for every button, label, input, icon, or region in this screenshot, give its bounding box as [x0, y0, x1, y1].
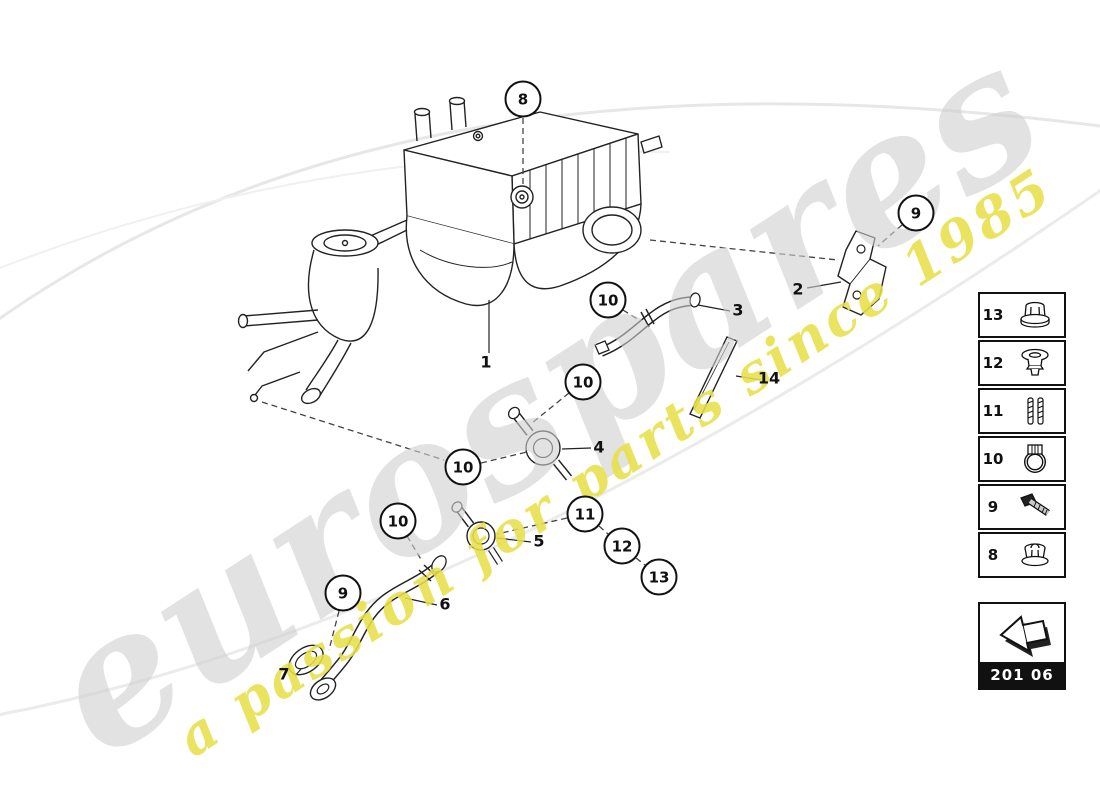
legend-number: 10 [982, 450, 1004, 468]
part-label-6[interactable]: 6 [439, 594, 451, 614]
part-label-14[interactable]: 14 [757, 368, 781, 388]
callout-9-upper[interactable]: 9 [897, 194, 935, 232]
callout-10-valve4[interactable]: 10 [564, 363, 602, 401]
direction-arrow-icon [980, 604, 1064, 662]
breather-hose-3-drawing [594, 292, 701, 357]
hose-6-drawing [309, 555, 447, 701]
canister-ribs [529, 138, 627, 239]
legend-item-10[interactable]: 10 [978, 436, 1066, 482]
canister-port-detail [510, 185, 534, 209]
flange-nut-icon [1006, 298, 1064, 332]
flange-nut-icon [1006, 538, 1064, 572]
callout-10-hose3[interactable]: 10 [589, 281, 627, 319]
part-label-4[interactable]: 4 [593, 437, 605, 457]
valve-5-drawing [451, 501, 503, 565]
legend-number: 9 [987, 498, 999, 516]
canister-top-pipes [413, 96, 467, 142]
valve-4-drawing [507, 406, 573, 481]
part-label-7[interactable]: 7 [278, 664, 290, 684]
legend-item-9[interactable]: 9 [978, 484, 1066, 530]
bolt-icon [1006, 490, 1064, 524]
callout-8[interactable]: 8 [504, 80, 542, 118]
retaining-pins-icon [1006, 394, 1064, 428]
charcoal-canister-drawing [403, 96, 663, 307]
legend-number: 13 [982, 306, 1004, 324]
diagram-code-plate: 201 06 [978, 602, 1066, 690]
bracket-14-drawing [689, 336, 738, 419]
callout-9-lower[interactable]: 9 [324, 574, 362, 612]
legend-item-13[interactable]: 13 [978, 292, 1066, 338]
callout-10-valve5[interactable]: 10 [444, 448, 482, 486]
dashed-leader-lines [261, 118, 903, 651]
legend-item-11[interactable]: 11 [978, 388, 1066, 434]
leak-detection-pump-drawing [237, 219, 408, 405]
part-label-2[interactable]: 2 [792, 279, 804, 299]
callout-12[interactable]: 12 [603, 527, 641, 565]
legend-item-8[interactable]: 8 [978, 532, 1066, 578]
part-label-3[interactable]: 3 [732, 300, 744, 320]
callout-11[interactable]: 11 [566, 495, 604, 533]
legend-item-12[interactable]: 12 [978, 340, 1066, 386]
hose-clamp-icon [1006, 442, 1064, 476]
legend-number: 8 [987, 546, 999, 564]
callout-13[interactable]: 13 [640, 558, 678, 596]
grommet-icon [1006, 346, 1064, 380]
solid-leader-lines [294, 281, 842, 677]
hardware-legend: 13 12 11 [978, 292, 1066, 578]
legend-number: 12 [982, 354, 1004, 372]
retainer-2-drawing [837, 230, 887, 316]
gasket-7-drawing [288, 644, 324, 676]
part-label-1[interactable]: 1 [480, 352, 492, 372]
diagram-code: 201 06 [980, 662, 1064, 688]
part-label-5[interactable]: 5 [533, 531, 545, 551]
legend-number: 11 [982, 402, 1004, 420]
callout-10-hose6[interactable]: 10 [379, 502, 417, 540]
